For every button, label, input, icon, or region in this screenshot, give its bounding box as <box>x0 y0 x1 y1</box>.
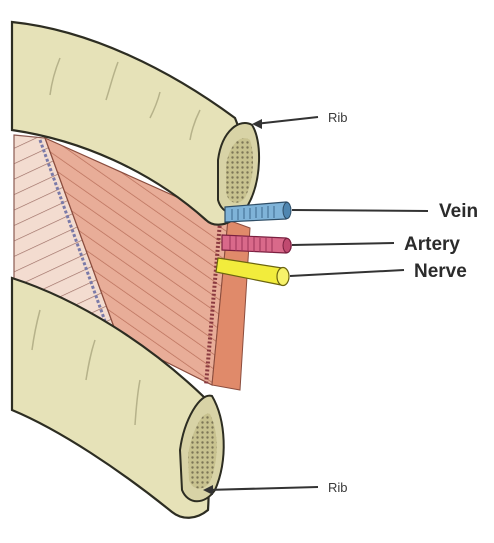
label-rib-top: Rib <box>328 110 348 125</box>
leader-nerve <box>290 270 404 276</box>
leader-rib-bottom <box>206 487 318 490</box>
label-vein: Vein <box>439 201 478 222</box>
leader-rib-top <box>255 117 318 124</box>
label-rib-bottom: Rib <box>328 480 348 495</box>
label-nerve: Nerve <box>414 261 467 282</box>
leader-artery <box>292 243 394 245</box>
artery-vessel <box>222 235 291 253</box>
neurovascular-bundle <box>216 202 291 286</box>
leader-vein <box>292 210 428 211</box>
label-artery: Artery <box>404 234 460 255</box>
